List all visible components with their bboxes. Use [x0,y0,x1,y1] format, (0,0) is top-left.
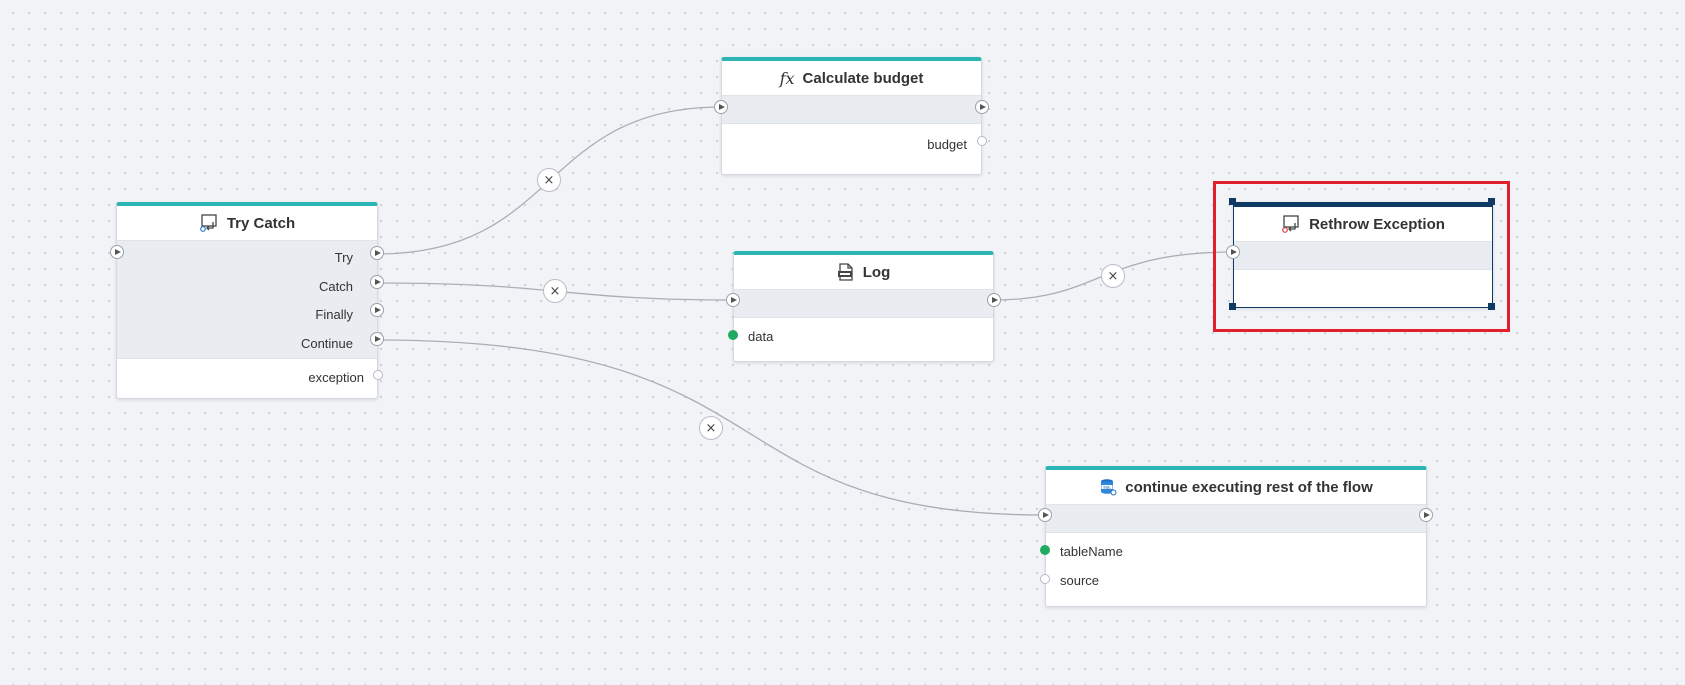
delete-connection-button[interactable]: × [543,279,567,303]
output-port-catch[interactable] [370,275,384,289]
node-rethrow-exception[interactable]: Rethrow Exception [1233,202,1493,308]
log-file-icon [837,263,855,281]
output-label-continue: Continue [300,336,353,351]
connection-continue-to-continue-flow[interactable] [376,339,1046,516]
flow-input-port[interactable] [726,293,740,307]
output-label-try: Try [334,250,353,265]
node-title: Log [862,263,891,281]
flow-band [722,96,981,124]
node-title: continue executing rest of the flow [1125,478,1373,496]
output-port-finally[interactable] [370,303,384,317]
node-title: Try Catch [226,214,296,232]
flow-output-port[interactable] [975,100,989,114]
node-try-catch[interactable]: Try Catch Try Catch Finally Continue exc… [116,202,378,399]
output-label-catch: Catch [319,279,353,294]
data-input-pin-data[interactable] [728,330,738,340]
data-output-label-budget: budget [927,137,967,152]
node-title: Calculate budget [802,69,924,87]
resize-handle-top-right[interactable] [1488,198,1495,205]
resize-handle-bottom-left[interactable] [1229,303,1236,310]
svg-text:SQL: SQL [1104,485,1112,489]
output-port-try[interactable] [370,246,384,260]
node-log[interactable]: Log data [733,251,994,362]
delete-connection-button[interactable]: × [537,168,561,192]
flow-input-port[interactable] [1038,508,1052,522]
flow-output-port[interactable] [987,293,1001,307]
flow-input-port[interactable] [714,100,728,114]
selection-highlight-box [1213,181,1510,332]
rethrow-icon [1281,215,1301,233]
data-input-pin-source[interactable] [1040,574,1050,584]
flow-band [1234,242,1492,270]
flow-output-port[interactable] [1419,508,1433,522]
delete-connection-button[interactable]: × [1101,264,1125,288]
resize-handle-top-left[interactable] [1229,198,1236,205]
flow-band [1046,505,1426,533]
resize-handle-bottom-right[interactable] [1488,303,1495,310]
try-catch-icon [199,214,219,232]
data-input-label-data: data [748,329,774,344]
node-continue-executing[interactable]: SQL continue executing rest of the flow … [1045,466,1427,607]
data-output-pin-exception[interactable] [373,370,383,380]
data-output-label-exception: exception [308,370,364,385]
output-port-continue[interactable] [370,332,384,346]
delete-connection-button[interactable]: × [699,416,723,440]
flow-outputs: Try Catch Finally Continue [117,241,377,359]
flow-band [734,290,993,318]
output-label-finally: Finally [315,307,353,322]
data-input-label-tablename: tableName [1060,544,1123,559]
function-icon: fx [779,68,795,88]
flow-input-port[interactable] [1226,245,1240,259]
data-input-pin-tablename[interactable] [1040,545,1050,555]
node-calculate-budget[interactable]: fx Calculate budget budget [721,57,982,175]
data-input-label-source: source [1060,573,1100,588]
flow-input-port[interactable] [110,245,124,259]
sql-database-icon: SQL [1099,478,1117,496]
node-title: Rethrow Exception [1309,215,1445,233]
data-output-pin-budget[interactable] [977,136,987,146]
